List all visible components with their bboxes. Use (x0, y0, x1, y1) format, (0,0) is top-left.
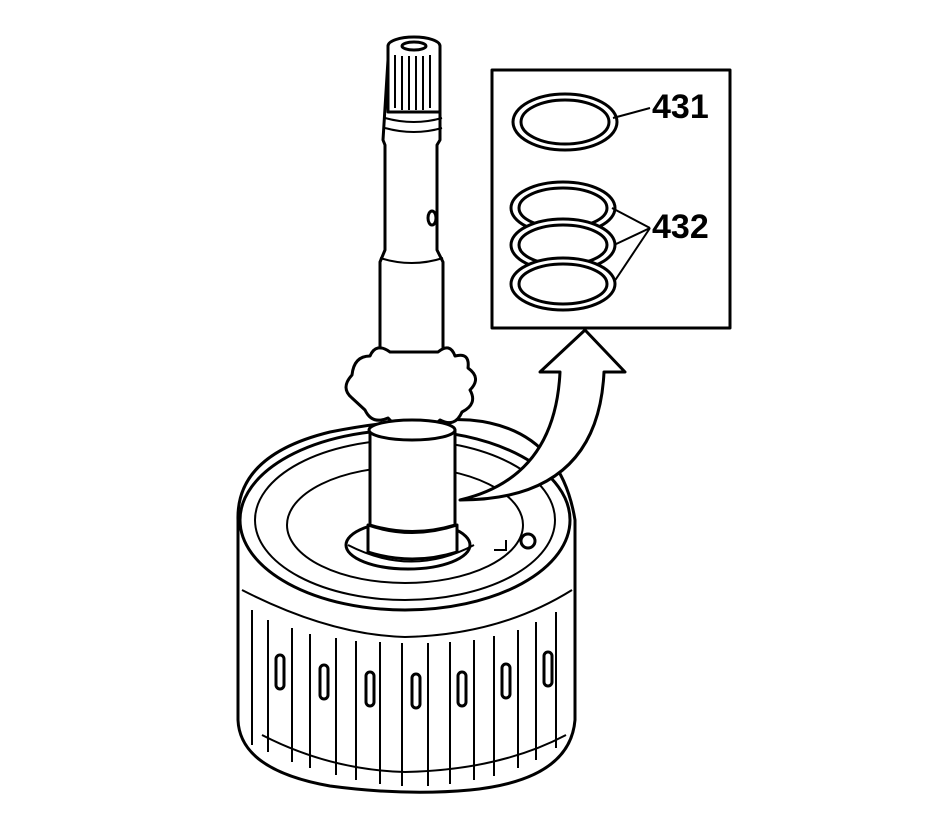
input-shaft (344, 35, 477, 563)
leader-line-431 (612, 107, 651, 119)
drum-splines (251, 610, 567, 786)
curved-arrow-icon (458, 328, 627, 502)
seal-rings-432 (509, 180, 617, 312)
callout-431: 431 (652, 88, 709, 126)
callout-432: 432 (652, 208, 709, 246)
drum-bolt (519, 532, 537, 550)
gear (344, 346, 477, 428)
seal-ring-431 (511, 92, 619, 152)
shaft-sleeve (368, 428, 457, 533)
inset-detail-box: 431 432 (490, 68, 732, 330)
leader-lines-432 (611, 207, 651, 283)
